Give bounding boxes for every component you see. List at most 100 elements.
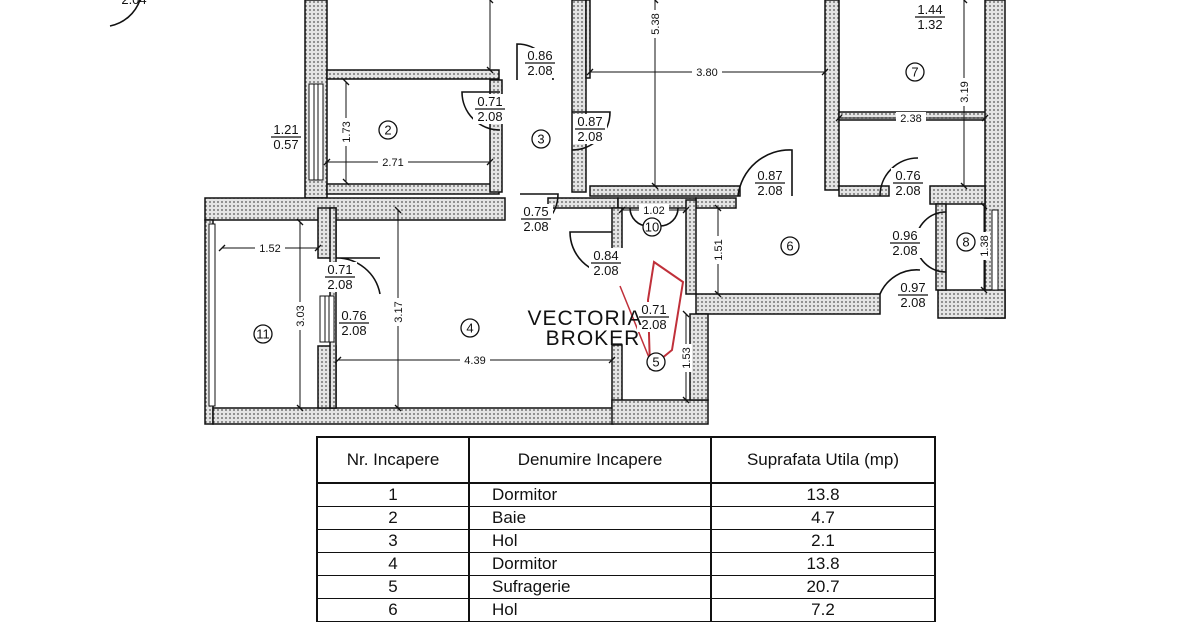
room-number-circle bbox=[646, 352, 666, 372]
floor-plan: 234567810113.802.382.711.524.391.025.383… bbox=[109, 0, 1006, 425]
room-number-circle bbox=[956, 232, 976, 252]
opening-height: 2.08 bbox=[527, 63, 552, 78]
room-number-cell: 4 bbox=[316, 552, 470, 576]
label-background bbox=[460, 354, 490, 366]
label-background bbox=[378, 156, 408, 168]
dimension-label: 3.19 bbox=[959, 81, 971, 102]
label-background bbox=[340, 118, 352, 146]
room-number-cell: 3 bbox=[316, 529, 470, 553]
opening-width: 0.87 bbox=[757, 168, 782, 183]
room-area-cell: 20.7 bbox=[710, 575, 936, 599]
room-number-circle bbox=[905, 62, 925, 82]
opening-height: 2.08 bbox=[895, 183, 920, 198]
opening-width: 0.76 bbox=[341, 308, 366, 323]
room-number-circle bbox=[253, 324, 273, 344]
room-number: 8 bbox=[962, 235, 969, 250]
room-number: 7 bbox=[911, 65, 918, 80]
opening-height: 0.57 bbox=[273, 137, 298, 152]
label-background bbox=[978, 232, 990, 260]
opening-width: 0.86 bbox=[527, 48, 552, 63]
opening-width: 0.71 bbox=[641, 302, 666, 317]
label-background bbox=[255, 242, 285, 254]
watermark-line-1: VECTORIA bbox=[528, 307, 643, 330]
dimension-label: 3.80 bbox=[696, 67, 717, 79]
room-name-cell: Dormitor bbox=[468, 482, 712, 507]
label-background bbox=[649, 10, 661, 38]
opening-height: 2.08 bbox=[593, 263, 618, 278]
room-number: 10 bbox=[645, 220, 659, 235]
dimension-label: 1.73 bbox=[341, 121, 353, 142]
dimension-label: 2.38 bbox=[900, 113, 921, 125]
opening-width: 0.97 bbox=[900, 280, 925, 295]
room-number-circle bbox=[378, 120, 398, 140]
room-area-cell: 7.2 bbox=[710, 598, 936, 622]
room-number-circle bbox=[460, 318, 480, 338]
dimension-label: 2.71 bbox=[382, 157, 403, 169]
label-background bbox=[294, 302, 306, 330]
opening-width: 1.44 bbox=[917, 2, 942, 17]
room-area-cell: 4.7 bbox=[710, 506, 936, 530]
opening-height: 2.08 bbox=[523, 219, 548, 234]
room-area-table: Nr. Incapere Denumire Incapere Suprafata… bbox=[316, 436, 936, 622]
room-number-circle bbox=[642, 217, 662, 237]
room-number-cell: 6 bbox=[316, 598, 470, 622]
header-room-name: Denumire Incapere bbox=[468, 436, 712, 484]
opening-height: 2.08 bbox=[892, 243, 917, 258]
room-name-cell: Sufragerie bbox=[468, 575, 712, 599]
opening-height: 2.08 bbox=[900, 295, 925, 310]
opening-width: 1.21 bbox=[273, 122, 298, 137]
header-usable-area: Suprafata Utila (mp) bbox=[710, 436, 936, 484]
room-number-circle bbox=[531, 129, 551, 149]
room-name-cell: Baie bbox=[468, 506, 712, 530]
dimension-label: 1.02 bbox=[643, 205, 664, 217]
dimension-label: 4.39 bbox=[464, 355, 485, 367]
label-background bbox=[958, 78, 970, 106]
opening-height: 2.08 bbox=[477, 109, 502, 124]
opening-height: 2.08 bbox=[757, 183, 782, 198]
room-area-cell: 13.8 bbox=[710, 482, 936, 507]
table-header-row: Nr. Incapere Denumire Incapere Suprafata… bbox=[316, 436, 936, 484]
dimension-label: 3.03 bbox=[295, 305, 307, 326]
room-number: 4 bbox=[466, 321, 473, 336]
label-background bbox=[692, 66, 722, 78]
plan-labels bbox=[0, 0, 1200, 430]
label-background bbox=[896, 112, 926, 124]
opening-width: 0.96 bbox=[892, 228, 917, 243]
opening-height: 2.08 bbox=[641, 317, 666, 332]
dimension-label: 1.38 bbox=[979, 235, 991, 256]
windows bbox=[208, 83, 999, 407]
room-number: 6 bbox=[786, 239, 793, 254]
dimension-label: 5.38 bbox=[650, 13, 662, 34]
opening-height: 2.08 bbox=[577, 129, 602, 144]
room-area-cell: 2.1 bbox=[710, 529, 936, 553]
opening-width: 0.71 bbox=[477, 94, 502, 109]
room-number: 11 bbox=[256, 327, 270, 342]
room-name-cell: Hol bbox=[468, 598, 712, 622]
label-background bbox=[712, 236, 724, 264]
opening-height: 2.08 bbox=[327, 277, 352, 292]
label-background bbox=[639, 204, 669, 216]
dimension-label: 1.53 bbox=[681, 347, 693, 368]
opening-width: 0.76 bbox=[895, 168, 920, 183]
label-background bbox=[680, 344, 692, 372]
dimension-label: 3.17 bbox=[393, 301, 405, 322]
watermark-line-2: BROKER bbox=[546, 327, 641, 350]
room-name-cell: Dormitor bbox=[468, 552, 712, 576]
room-number-cell: 1 bbox=[316, 482, 470, 507]
header-room-number: Nr. Incapere bbox=[316, 436, 470, 484]
room-number: 5 bbox=[652, 355, 659, 370]
opening-width: 0.84 bbox=[593, 248, 618, 263]
room-number-cell: 5 bbox=[316, 575, 470, 599]
room-number: 2 bbox=[384, 123, 391, 138]
dimension-label: 1.52 bbox=[259, 243, 280, 255]
room-name-cell: Hol bbox=[468, 529, 712, 553]
opening-height: 1.32 bbox=[917, 17, 942, 32]
opening-width: 0.71 bbox=[327, 262, 352, 277]
opening-height: 2.08 bbox=[341, 323, 366, 338]
